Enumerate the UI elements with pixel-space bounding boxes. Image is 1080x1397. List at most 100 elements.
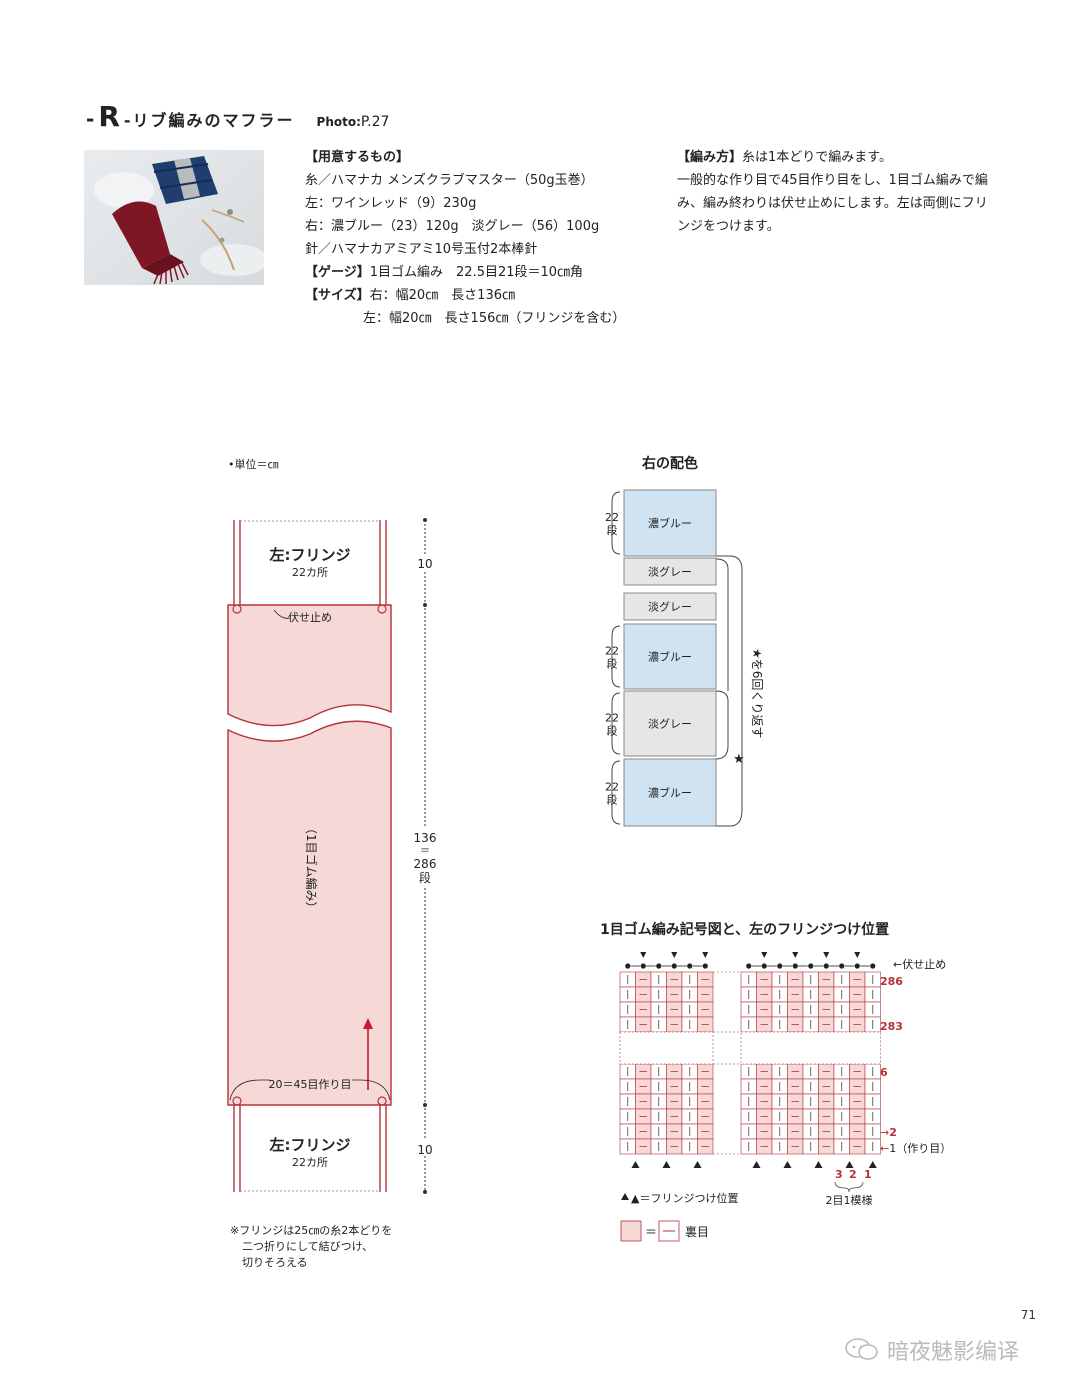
dim-top: 10 bbox=[417, 557, 432, 571]
note-line2: 二つ折りにして結びつけ、 bbox=[242, 1239, 373, 1253]
gauge-line: 【ゲージ】1目ゴム編み 22.5目21段＝10㎝角 bbox=[305, 261, 625, 284]
body-stitch-label: （1目ゴム編み） bbox=[304, 822, 319, 914]
materials-heading: 【用意するもの】 bbox=[305, 150, 410, 165]
photo-label: Photo: bbox=[316, 115, 361, 129]
legend-eq: ＝ bbox=[645, 1225, 657, 1239]
row-2-label: →2 bbox=[880, 1126, 897, 1139]
photo-reference: Photo:P.27 bbox=[317, 114, 390, 130]
row-283: 283 bbox=[880, 1020, 903, 1033]
gauge-label: 【ゲージ】 bbox=[305, 265, 370, 280]
fringe-marker-bottom bbox=[845, 1161, 854, 1168]
fringe-marker-top bbox=[761, 952, 768, 958]
instructions-block: 【編み方】糸は1本どりで編みます。 一般的な作り目で45目作り目をし、1目ゴム編… bbox=[677, 146, 1037, 238]
page-number: 71 bbox=[1020, 1308, 1036, 1322]
materials-left: 左：ワインレッド（9）230g bbox=[305, 196, 477, 211]
color-block bbox=[623, 623, 717, 690]
pattern-title: - R -リブ編みのマフラー Photo:P.27 bbox=[86, 100, 390, 133]
note-line3: 切りそろえる bbox=[242, 1256, 308, 1269]
color-block bbox=[623, 758, 717, 827]
fringe-marker-top bbox=[702, 952, 709, 958]
chat-bubble-icon bbox=[845, 1338, 878, 1360]
fringe-marker-top bbox=[640, 952, 647, 958]
fringe-marker-bottom bbox=[783, 1161, 792, 1168]
cast-on-label: 20＝45目作り目 bbox=[269, 1078, 352, 1091]
bind-off-row-label: ←伏せ止め bbox=[893, 957, 946, 971]
stitch-num-1: 1 bbox=[864, 1168, 872, 1181]
instructions-line3: み、編み終わりは伏せ止めにします。左は両側にフリ bbox=[677, 196, 988, 211]
materials-needle: 針／ハマナカアミアミ10号玉付2本棒針 bbox=[305, 242, 538, 257]
fringe-marker-bottom bbox=[662, 1161, 671, 1168]
bind-off-dot bbox=[870, 963, 876, 969]
materials-block: 【用意するもの】 糸／ハマナカ メンズクラブマスター（50g玉巻） 左：ワインレ… bbox=[305, 146, 625, 330]
materials-right: 右：濃ブルー（23）120g 淡グレー（56）100g bbox=[305, 219, 600, 234]
color-chart-title: 右の配色 bbox=[641, 455, 698, 472]
legend-triangle-icon bbox=[621, 1193, 629, 1200]
bind-off-dot bbox=[761, 963, 767, 969]
bind-off-dot bbox=[854, 963, 860, 969]
color-block bbox=[623, 557, 717, 586]
pattern-name: -リブ編みのマフラー bbox=[123, 111, 295, 130]
color-block-rows: 22 bbox=[605, 781, 619, 794]
bind-off-dot bbox=[687, 963, 693, 969]
fringe-marker-bottom bbox=[752, 1161, 761, 1168]
instructions-line1: 糸は1本どりで編みます。 bbox=[742, 150, 892, 165]
fringe-top-count: 22カ所 bbox=[292, 566, 328, 579]
fringe-marker-bottom bbox=[693, 1161, 702, 1168]
bind-off-dot bbox=[625, 963, 631, 969]
fringe-top-label: 左:フリンジ bbox=[269, 546, 351, 564]
row-1-label: ←1（作り目） bbox=[880, 1142, 951, 1155]
color-block bbox=[623, 690, 717, 757]
fringe-legend: ▲＝フリンジつけ位置 bbox=[631, 1191, 738, 1205]
bind-off-label: 伏せ止め bbox=[288, 610, 332, 624]
bind-off-dot bbox=[839, 963, 845, 969]
color-block-label: 淡グレー bbox=[648, 565, 692, 579]
color-block-label: 淡グレー bbox=[648, 600, 692, 614]
fringe-marker-top bbox=[823, 952, 830, 958]
stitch-num-2: 2 bbox=[849, 1168, 857, 1181]
size-label: 【サイズ】 bbox=[305, 288, 370, 303]
watermark: 暗夜魅影编译 bbox=[845, 1334, 1019, 1366]
repeat-label: 2目1模様 bbox=[826, 1193, 873, 1207]
color-block-label: 濃ブルー bbox=[648, 786, 692, 800]
scarf-body-upper bbox=[227, 604, 392, 727]
color-block bbox=[623, 489, 717, 557]
bind-off-dot bbox=[671, 963, 677, 969]
repeat-note: ★を6回くり返す bbox=[750, 648, 764, 738]
bind-off-dot bbox=[656, 963, 662, 969]
color-block-rows-unit: 段 bbox=[607, 793, 618, 807]
materials-yarn: 糸／ハマナカ メンズクラブマスター（50g玉巻） bbox=[305, 173, 594, 188]
dim-body-rows: 286 bbox=[414, 857, 437, 871]
watermark-text: 暗夜魅影编译 bbox=[887, 1340, 1020, 1365]
dim-body-unit: 段 bbox=[419, 870, 431, 885]
fringe-marker-top bbox=[854, 952, 861, 958]
bind-off-dot bbox=[746, 963, 752, 969]
bind-off-dot bbox=[792, 963, 798, 969]
stitch-chart: 1目ゴム編み記号図と、左のフリンジつけ位置 ←伏せ止め 286 283 6 →2… bbox=[600, 921, 951, 1242]
legend-label: 裏目 bbox=[685, 1224, 709, 1239]
fringe-marker-top bbox=[671, 952, 678, 958]
scarf-body-lower bbox=[227, 720, 392, 1106]
product-photo bbox=[84, 150, 264, 285]
title-dash: - bbox=[86, 107, 95, 131]
color-block-label: 淡グレー bbox=[648, 717, 692, 731]
stitch-num-3: 3 bbox=[835, 1168, 843, 1181]
color-block-rows: 22 bbox=[605, 511, 619, 524]
instructions-line4: ンジをつけます。 bbox=[677, 219, 780, 234]
bind-off-dot bbox=[640, 963, 646, 969]
instructions-line2: 一般的な作り目で45目作り目をし、1目ゴム編みで編 bbox=[677, 173, 988, 188]
fringe-marker-bottom bbox=[814, 1161, 823, 1168]
color-block-rows: 22 bbox=[605, 712, 619, 725]
row-2: 2 bbox=[889, 1126, 897, 1139]
photo-page: P.27 bbox=[360, 114, 390, 130]
fringe-marker-bottom bbox=[631, 1161, 640, 1168]
legend-swatch bbox=[620, 1220, 642, 1242]
unit-label: •単位＝㎝ bbox=[228, 457, 279, 471]
bind-off-dot bbox=[823, 963, 829, 969]
color-block-rows-unit: 段 bbox=[607, 724, 618, 738]
repeat-star: ★ bbox=[733, 752, 745, 767]
scarf-photo-illustration bbox=[84, 150, 264, 285]
color-chart: 右の配色 濃ブルー22段淡グレー淡グレー濃ブルー22段淡グレー22段濃ブルー22… bbox=[605, 455, 764, 827]
size-left: 左：幅20㎝ 長さ156㎝（フリンジを含む） bbox=[363, 311, 626, 326]
dim-body-eq: ＝ bbox=[420, 846, 430, 857]
